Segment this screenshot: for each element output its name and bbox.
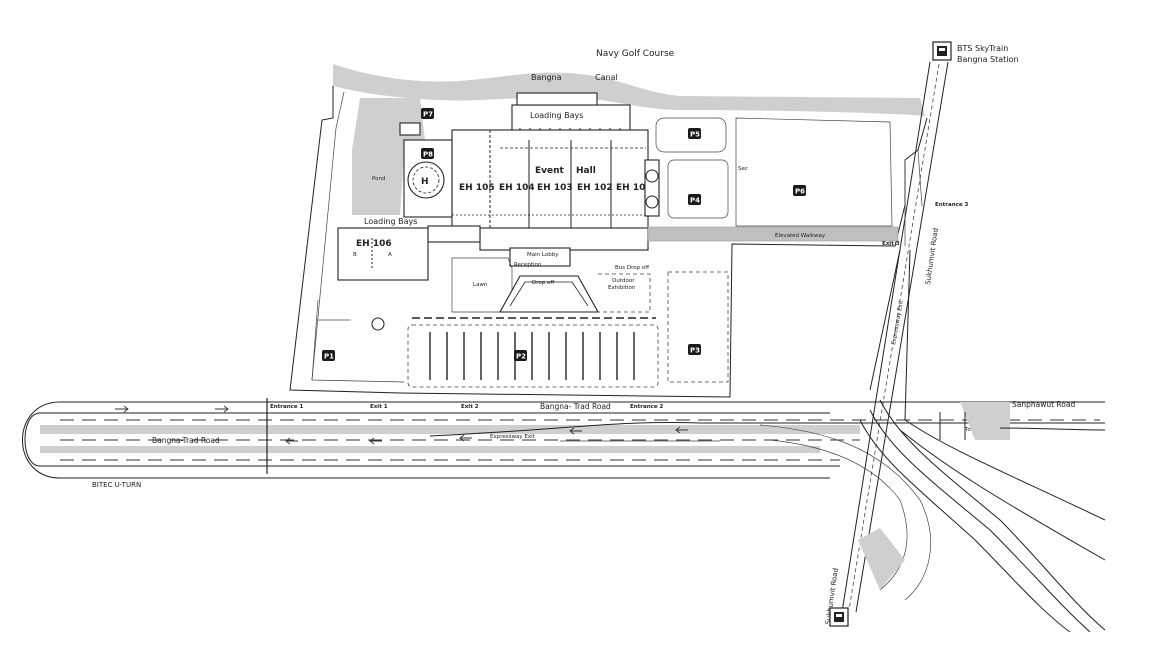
hall-eh101: EH 101 — [616, 183, 652, 193]
eh106-a-label: A — [388, 252, 392, 258]
entrance-1-label: Entrance 1 — [270, 404, 304, 410]
bitec-uturn-label: BITEC U-TURN — [92, 481, 141, 489]
hall-eh102: EH 102 — [577, 183, 613, 193]
front-concourse — [479, 227, 649, 251]
p3-area — [667, 271, 729, 383]
elevated-walkway — [647, 226, 899, 242]
exit-3-label: Exit 3 — [882, 241, 900, 247]
roundabout — [371, 317, 385, 331]
canal-dock — [516, 92, 598, 106]
p7-badge — [421, 108, 434, 119]
p2-badge — [514, 350, 527, 361]
p4-label: P4 — [690, 197, 700, 205]
train-station-icon — [932, 41, 952, 61]
lawn-label: Lawn — [473, 282, 488, 288]
bangna-trad-road — [22, 398, 1105, 479]
p6-label: P6 — [795, 188, 805, 196]
elevated-walkway-label: Elevated Walkway — [775, 233, 826, 239]
p2-area — [407, 324, 659, 388]
p4-area — [667, 159, 729, 219]
reception-label: Reception — [514, 262, 542, 268]
p3-label: P3 — [690, 347, 700, 355]
hall-label: Hall — [576, 166, 596, 176]
p8-label: P8 — [423, 151, 433, 159]
p5-badge — [688, 128, 701, 139]
event-label: Event — [535, 166, 565, 176]
entrance-2-label: Entrance 2 — [630, 404, 664, 410]
main-lobby-label: Main Lobby — [527, 252, 559, 258]
bangna-trad-frontage-label: Bangna- Trad Road — [540, 402, 611, 411]
entrance-3-road — [904, 149, 923, 246]
eh106-annex — [427, 225, 481, 243]
sukhumvit-north-label: Sukhumvit Road — [924, 227, 940, 285]
arrow-icon — [115, 405, 688, 445]
p1-label: P1 — [324, 353, 334, 361]
eh106-b-label: B — [353, 252, 357, 258]
p5-label: P5 — [690, 131, 700, 139]
helipad-ring — [412, 166, 440, 194]
hall-row-frame — [451, 129, 649, 231]
p5-area — [655, 117, 727, 153]
p8-badge — [421, 148, 434, 159]
drop-off-label: Drop off — [532, 280, 554, 286]
outdoor-label-1: Outdoor — [612, 278, 635, 284]
sec-label: Sec — [738, 166, 748, 172]
p7-label: P7 — [423, 111, 433, 119]
exit-2-label: Exit 2 — [461, 404, 479, 410]
canal-label-bangna: Bangna — [531, 73, 562, 82]
bangna-canal — [333, 64, 925, 116]
p4-badge — [688, 194, 701, 205]
canal-label-canal: Canal — [595, 73, 618, 82]
bts-label-2: Bangna Station — [957, 55, 1019, 64]
p2-parking-rows — [429, 332, 635, 380]
pond-kiosk — [399, 122, 421, 136]
train-station-icon — [829, 607, 849, 627]
hall-eh106: EH 106 — [356, 239, 392, 249]
navy-golf-label: Navy Golf Course — [596, 49, 675, 59]
hall-eh105: EH 105 — [459, 183, 495, 193]
expressway-exit-vertical-label: Expressway Exit — [891, 299, 905, 345]
outdoor-label-2: Exhibition — [608, 285, 636, 291]
eh106-building — [337, 227, 429, 281]
outdoor-exhibition — [598, 273, 651, 313]
drop-off-lane — [499, 275, 599, 313]
bts-label-1: BTS SkyTrain — [957, 44, 1008, 53]
hall-eh104: EH 104 — [499, 183, 535, 193]
p6-badge — [793, 185, 806, 196]
sanphawut-road-label: Sanphawut Road — [1012, 400, 1075, 409]
hall-eh103: EH 103 — [537, 183, 573, 193]
p1-badge — [322, 350, 335, 361]
bangna-trad-main-label: Bangna-Trad Road — [152, 436, 220, 445]
site-boundary-inner — [311, 91, 405, 383]
exit-1-label: Exit 1 — [370, 404, 388, 410]
p1-lane — [311, 299, 350, 381]
expressway-exit-label: Expressway Exit — [490, 434, 536, 440]
pond-label: Pond — [372, 176, 385, 182]
site-boundary — [289, 86, 928, 398]
bus-drop-label: Bus Drop off — [615, 265, 649, 271]
p3-badge — [688, 344, 701, 355]
helipad-label: H — [421, 177, 429, 187]
p6-area — [735, 117, 893, 227]
entrance-3-label: Entrance 3 — [935, 202, 969, 208]
drop-off-inner — [509, 281, 589, 307]
sukhumvit-road — [759, 61, 1106, 633]
main-lobby — [509, 247, 571, 267]
loading-bays-top-label: Loading Bays — [530, 111, 583, 120]
loading-bays-left-label: Loading Bays — [364, 217, 417, 226]
p2-label: P2 — [516, 353, 526, 361]
